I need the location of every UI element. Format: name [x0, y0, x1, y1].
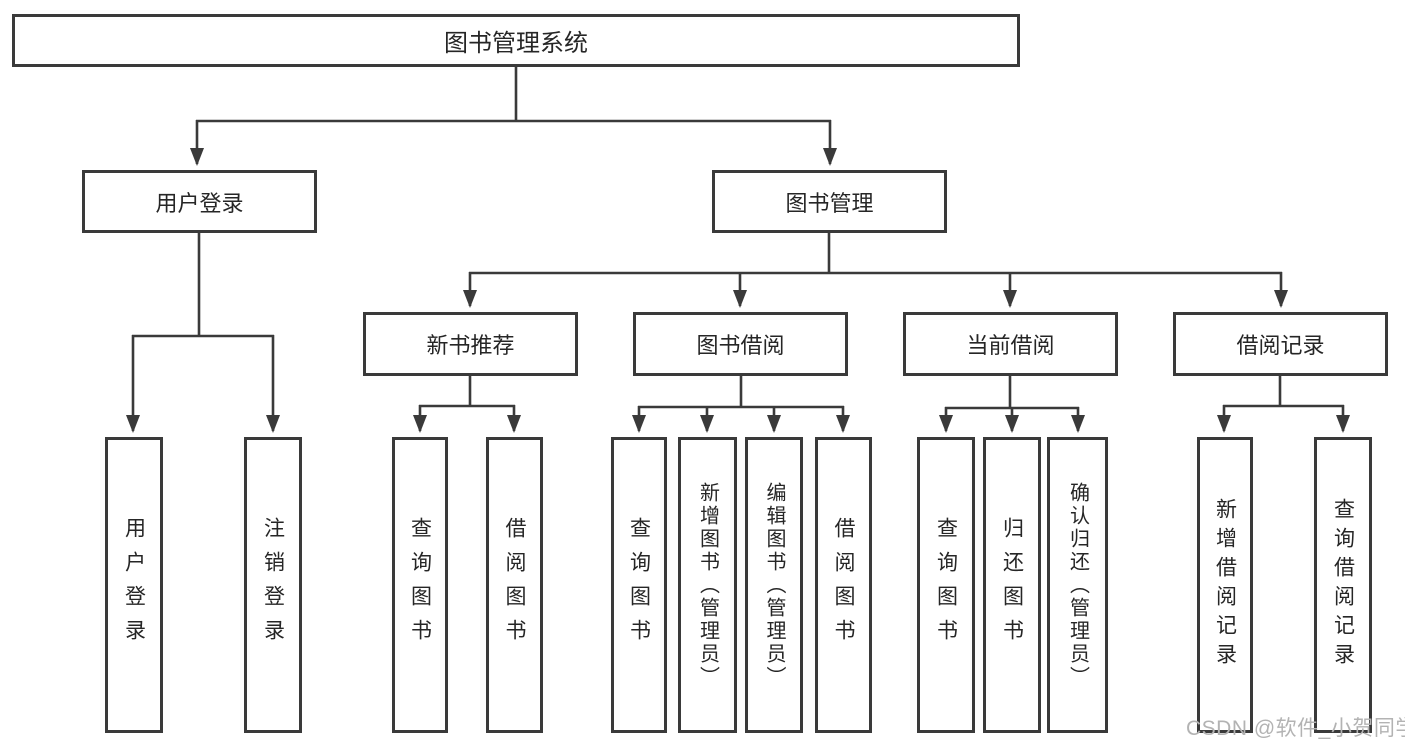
node-leaf-query-borrow-record: 查询借阅记录	[1314, 437, 1372, 733]
node-label: 查询借阅记录	[1331, 498, 1355, 672]
node-label: 新增借阅记录	[1213, 498, 1237, 672]
node-current-borrowing: 当前借阅	[903, 312, 1118, 376]
node-label: 图书管理系统	[444, 30, 588, 57]
node-book-management: 图书管理	[712, 170, 947, 233]
node-user-login: 用户登录	[82, 170, 317, 233]
csdn-watermark: CSDN @软件_小贺同学	[1186, 717, 1405, 740]
node-label: 归还图书	[1000, 517, 1024, 653]
node-label: 确认归还（管理员）	[1066, 481, 1089, 689]
node-label: 当前借阅	[966, 333, 1055, 358]
node-label: 图书借阅	[696, 333, 785, 358]
node-leaf-borrow-book: 借阅图书	[486, 437, 543, 733]
node-leaf-user-login: 用户登录	[105, 437, 163, 733]
node-label: 用户登录	[155, 190, 244, 216]
node-new-book-recommendation: 新书推荐	[363, 312, 578, 376]
node-leaf-borrow-book: 借阅图书	[815, 437, 872, 733]
node-label: 用户登录	[122, 517, 146, 653]
node-label: 编辑图书（管理员）	[763, 481, 785, 689]
node-leaf-query-book: 查询图书	[392, 437, 448, 733]
node-borrowing-records: 借阅记录	[1173, 312, 1388, 376]
node-label: 借阅图书	[503, 517, 526, 653]
node-label: 查询图书	[934, 517, 958, 653]
node-label: 查询图书	[627, 517, 651, 653]
node-label: 图书管理	[785, 190, 874, 216]
node-label: 新书推荐	[426, 333, 515, 358]
node-library-management-system: 图书管理系统	[12, 14, 1020, 67]
node-leaf-add-borrow-record: 新增借阅记录	[1197, 437, 1253, 733]
node-label: 新增图书（管理员）	[696, 481, 719, 689]
node-leaf-add-book-admin: 新增图书（管理员）	[678, 437, 737, 733]
node-leaf-return-book: 归还图书	[983, 437, 1041, 733]
node-label: 查询图书	[408, 517, 432, 653]
node-label: 借阅记录	[1236, 333, 1325, 358]
node-book-borrowing: 图书借阅	[633, 312, 848, 376]
node-leaf-query-book: 查询图书	[611, 437, 667, 733]
node-leaf-confirm-return-admin: 确认归还（管理员）	[1047, 437, 1108, 733]
node-label: 借阅图书	[832, 517, 855, 653]
node-leaf-edit-book-admin: 编辑图书（管理员）	[745, 437, 803, 733]
node-leaf-logout: 注销登录	[244, 437, 302, 733]
node-leaf-query-book: 查询图书	[917, 437, 975, 733]
node-label: 注销登录	[261, 517, 285, 653]
